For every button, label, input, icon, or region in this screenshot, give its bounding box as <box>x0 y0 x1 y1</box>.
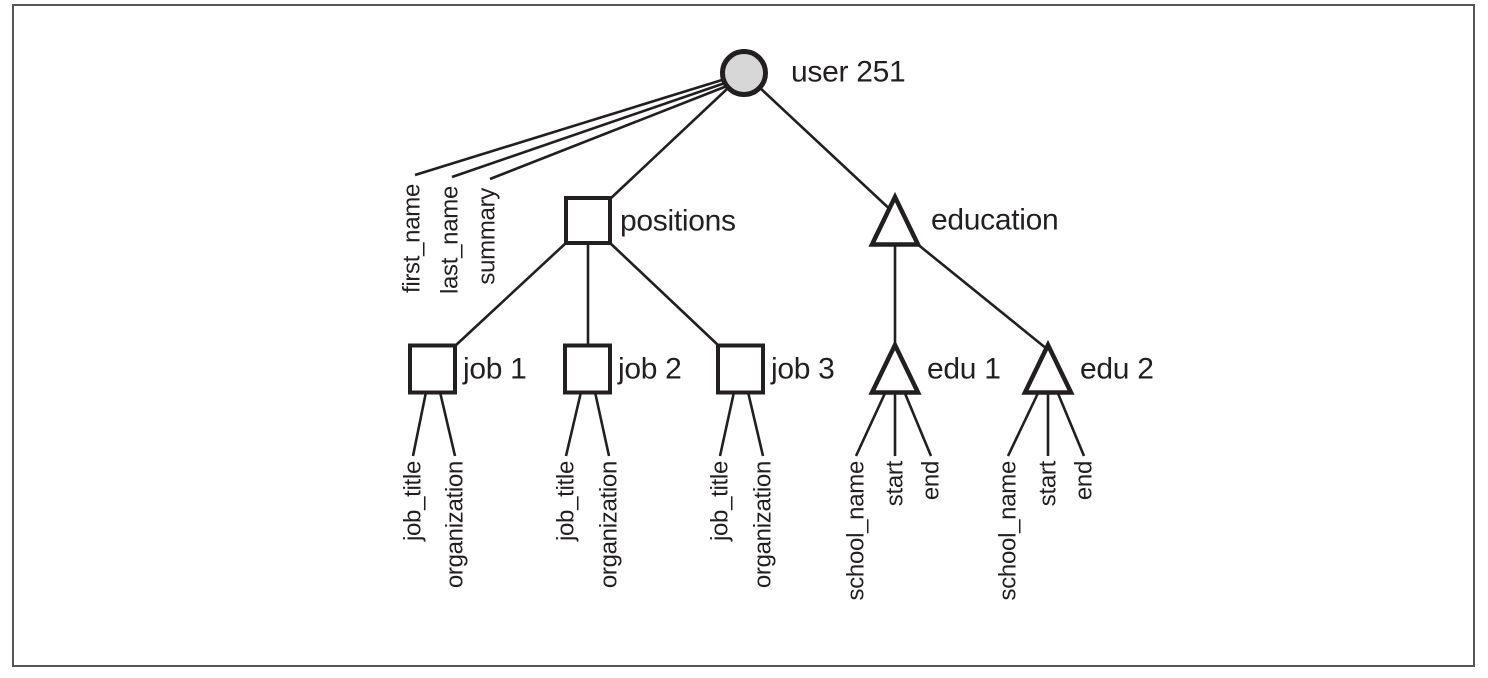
tree-edge <box>414 78 723 177</box>
leaf-label-job-2-organization: organization <box>596 461 623 588</box>
node-label-positions: positions <box>620 205 736 238</box>
node-label-job-3: job 3 <box>770 353 835 386</box>
tree-edge <box>593 391 611 457</box>
leaf-label-edu-1-end: end <box>918 461 945 500</box>
node-label-job-1: job 1 <box>462 353 527 386</box>
node-education-triangle-icon <box>868 191 922 247</box>
tree-edge <box>902 390 933 457</box>
leaf-label-job-1-job_title: job_title <box>400 461 427 542</box>
tree-edge <box>411 391 428 457</box>
leaf-label-edu-1-school_name: school_name <box>843 461 870 600</box>
node-job-2-square-icon <box>563 343 612 395</box>
leaf-label-edu-2-school_name: school_name <box>995 461 1022 600</box>
leaf-label-user-251-first_name: first_name <box>399 184 426 293</box>
tree-edge <box>489 84 728 181</box>
leaf-label-edu-1-start: start <box>882 460 909 506</box>
tree-edge <box>1006 390 1041 457</box>
node-positions-square-icon <box>564 196 612 245</box>
tree-edge <box>915 241 1048 351</box>
tree-edge <box>1055 390 1086 457</box>
tree-edge <box>454 241 568 347</box>
node-label-user-251: user 251 <box>791 56 905 89</box>
node-job-3-square-icon <box>716 343 765 395</box>
tree-edge <box>718 391 736 457</box>
node-label-education: education <box>931 204 1058 237</box>
tree-edge <box>609 72 745 200</box>
leaf-label-job-3-organization: organization <box>750 461 777 588</box>
leaf-label-edu-2-start: start <box>1035 460 1062 506</box>
figure-border <box>12 4 1475 667</box>
tree-edge <box>451 81 726 179</box>
node-label-edu-2: edu 2 <box>1080 353 1154 386</box>
tree-edge <box>743 72 896 215</box>
node-edu-1-triangle-icon <box>868 339 922 395</box>
node-job-1-square-icon <box>408 343 457 395</box>
leaf-label-user-251-summary: summary <box>474 188 501 285</box>
leaf-label-job-3-job_title: job_title <box>707 461 734 542</box>
leaf-label-edu-2-end: end <box>1071 461 1098 500</box>
tree-edge <box>564 391 583 457</box>
tree-edge <box>854 390 888 457</box>
tree-edge <box>746 391 765 457</box>
tree-edge <box>438 391 457 457</box>
tree-edge <box>608 241 720 347</box>
node-label-job-2: job 2 <box>617 353 682 386</box>
leaf-label-job-2-job_title: job_title <box>553 461 580 542</box>
leaf-label-user-251-last_name: last_name <box>437 186 464 294</box>
leaf-label-job-1-organization: organization <box>442 461 469 588</box>
node-edu-2-triangle-icon <box>1021 339 1075 395</box>
node-label-edu-1: edu 1 <box>927 353 1001 386</box>
node-user-251-circle-icon <box>720 49 768 97</box>
